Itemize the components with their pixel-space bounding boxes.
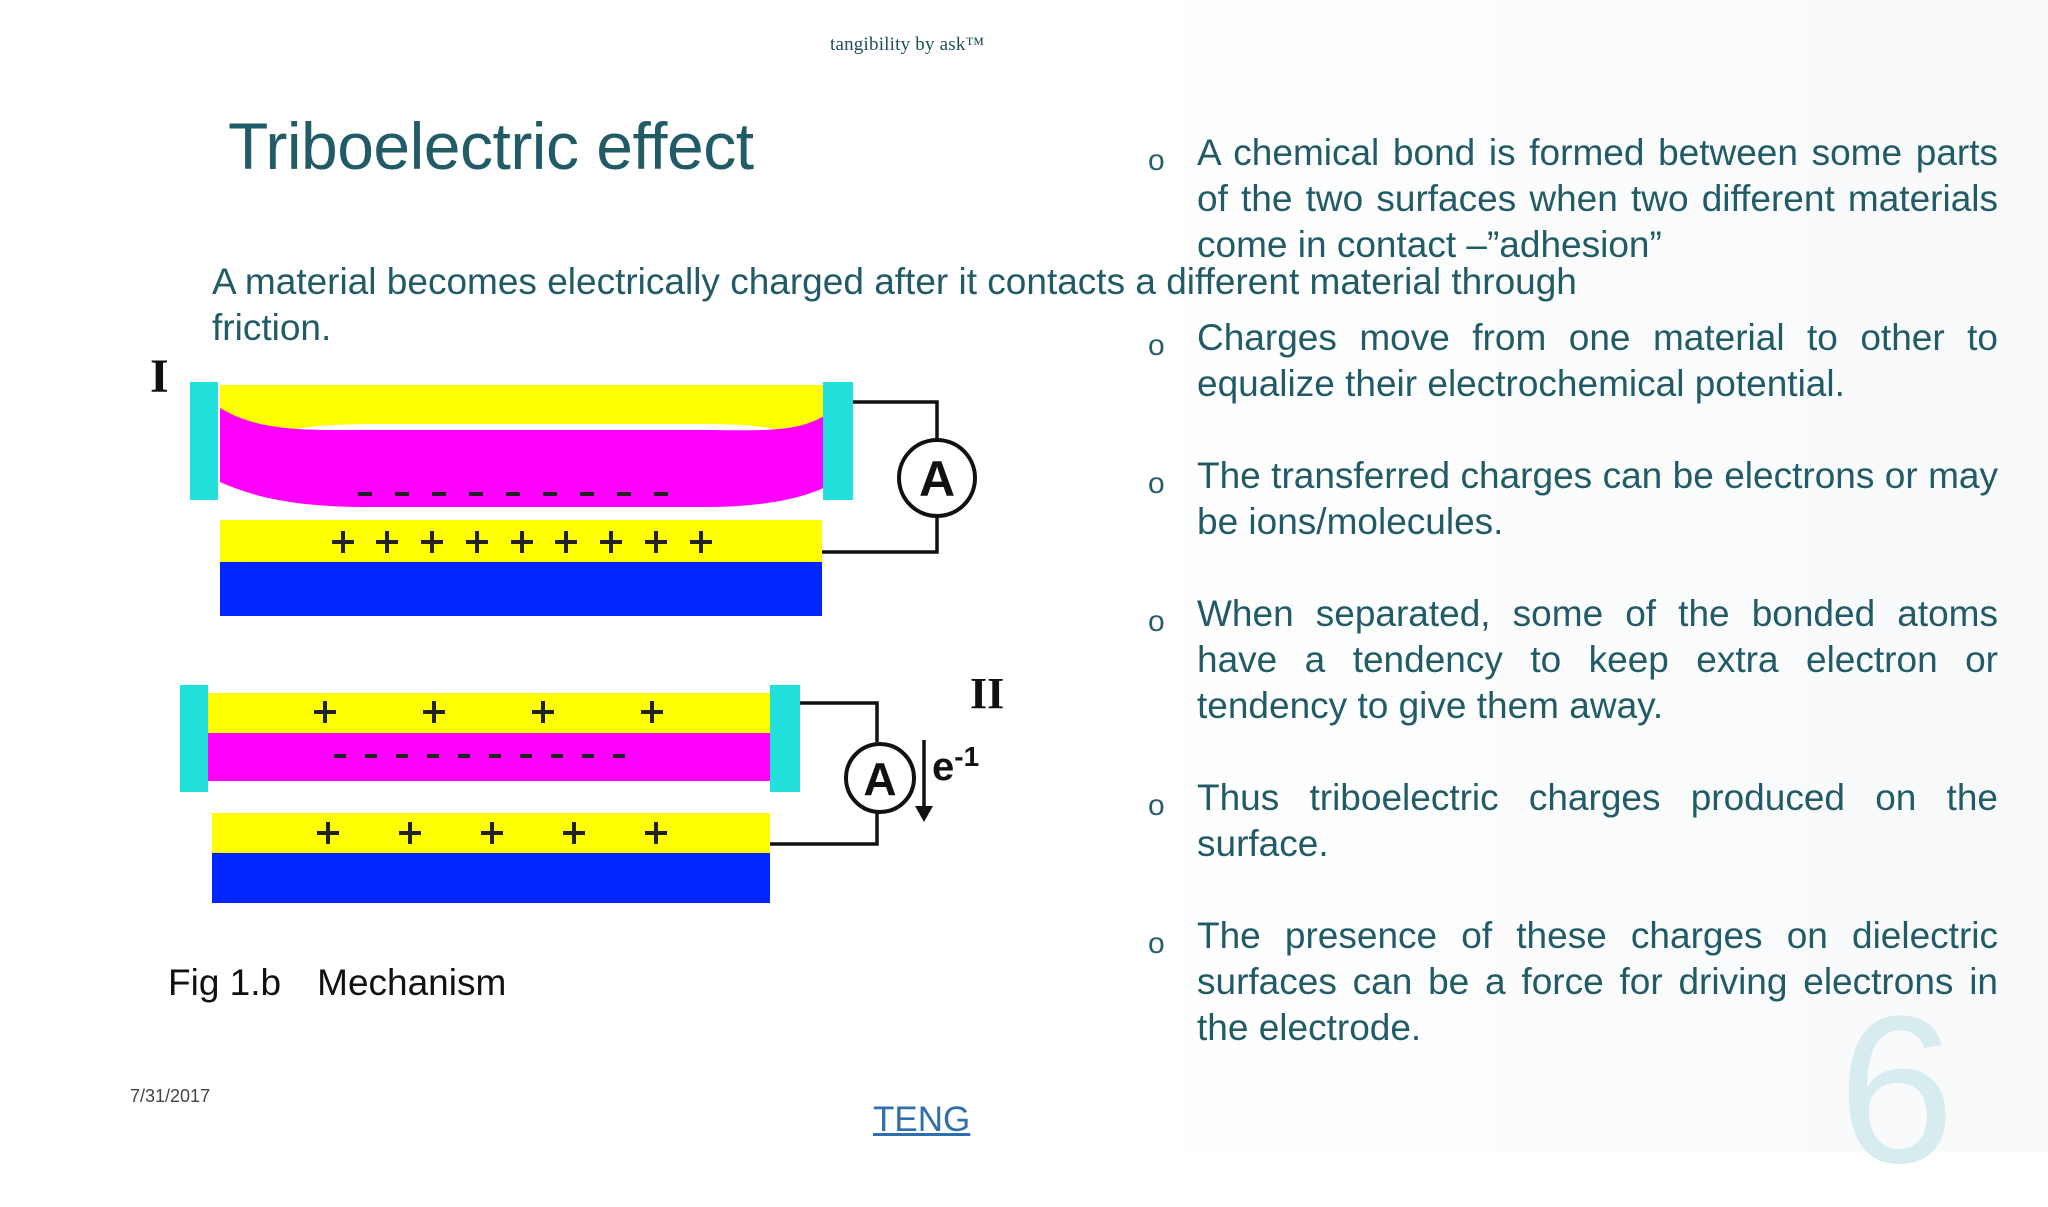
ammeter-bottom-label: A: [863, 753, 896, 805]
bullet-item: o A chemical bond is formed between some…: [1148, 130, 1998, 268]
footer-date: 7/31/2017: [130, 1086, 211, 1106]
bullet-item: o The presence of these charges on diele…: [1148, 913, 1998, 1051]
bullet-text: A chemical bond is formed between some p…: [1197, 132, 1998, 265]
positive-charges-top: [332, 531, 712, 553]
figure-caption: Fig 1.b Mechanism: [168, 962, 506, 1004]
slide-page-number: 6: [1838, 972, 1955, 1207]
bullet-text: Charges move from one material to other …: [1197, 317, 1998, 404]
top-film-yellow-separated: [208, 693, 770, 733]
figure-label-i: I: [150, 360, 169, 403]
bullet-marker: o: [1148, 789, 1165, 822]
bullet-text: The presence of these charges on dielect…: [1197, 915, 1998, 1048]
bullet-text: Thus triboelectric charges produced on t…: [1197, 777, 1998, 864]
bullet-text: The transferred charges can be electrons…: [1197, 455, 1998, 542]
figure-label-ii: II: [970, 669, 1004, 718]
positive-charges-separated-top: [314, 701, 663, 723]
bullet-marker: o: [1148, 927, 1165, 960]
circuit-wire-bottom: [770, 701, 879, 846]
slide-subtitle: A material becomes electrically charged …: [212, 261, 1577, 348]
electron-label: e-1: [932, 741, 979, 789]
ammeter-top-label: A: [919, 451, 955, 507]
caption-fig-number: Fig 1.b: [168, 962, 282, 1003]
right-electrode-top: [823, 382, 853, 500]
bullet-item: o Charges move from one material to othe…: [1148, 315, 1998, 407]
bullet-item: o Thus triboelectric charges produced on…: [1148, 775, 1998, 867]
electron-flow-arrow: [915, 740, 933, 822]
triboelectric-mechanism-figure: I A II: [150, 360, 1004, 903]
teng-link[interactable]: TENG: [873, 1100, 971, 1139]
bullet-marker: o: [1148, 467, 1165, 500]
bullet-marker: o: [1148, 144, 1165, 177]
slide-title: Triboelectric effect: [228, 109, 754, 183]
bullet-marker: o: [1148, 329, 1165, 362]
bottom-electrode-blue-separated: [212, 853, 770, 903]
ammeter-top: [897, 438, 977, 518]
circuit-wire-top: [822, 400, 939, 554]
top-film-magenta-layer: [220, 408, 830, 507]
left-electrode-top: [190, 382, 218, 500]
left-electrode-bottom: [180, 685, 208, 792]
brand-header: tangibility by ask™: [830, 34, 985, 55]
ammeter-bottom: [844, 742, 916, 814]
caption-name: Mechanism: [317, 962, 507, 1003]
bullet-marker: o: [1148, 605, 1165, 638]
bullet-text: When separated, some of the bonded atoms…: [1197, 593, 1998, 726]
positive-charges-separated-bottom: [317, 822, 667, 844]
bottom-electrode-blue-top: [220, 562, 822, 616]
bullet-item: o When separated, some of the bonded ato…: [1148, 591, 1998, 729]
right-electrode-bottom: [770, 685, 800, 792]
top-film-yellow-layer: [220, 385, 830, 455]
bullet-item: o The transferred charges can be electro…: [1148, 453, 1998, 545]
